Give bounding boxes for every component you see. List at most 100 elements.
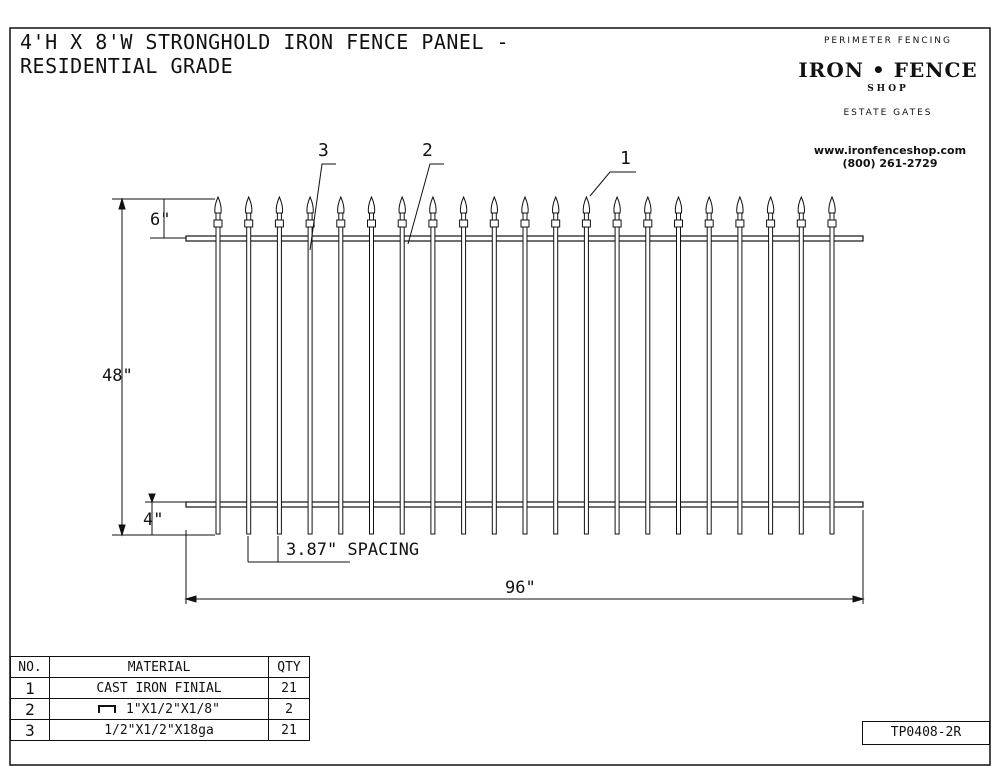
picket [338,211,344,535]
picket [798,211,804,535]
bom-material-cell: 1"X1/2"X1/8" [49,698,269,720]
brand-tagline-top: PERIMETER FENCING [823,36,952,46]
finial [582,195,591,214]
picket [461,211,467,535]
finial [552,195,560,214]
bom-header-material: MATERIAL [49,656,269,678]
bom-no: 2 [10,698,50,720]
finial [214,195,222,214]
brand-logo: PERIMETER FENCING IRON • FENCE SHOP ESTA… [790,36,986,118]
bom-qty: 2 [268,698,310,720]
finial-collar [735,219,745,228]
dimension-lines [112,163,865,604]
finial [521,195,529,214]
picket [369,211,374,535]
dim-bottom-clearance: 4" [143,510,164,530]
document-id: TP0408-2R [862,721,990,745]
finial [674,195,683,214]
title-line-2: RESIDENTIAL GRADE [20,54,234,78]
finial [275,195,284,214]
picket [215,211,221,535]
picket [399,211,405,535]
picket [583,211,589,535]
bom-no: 3 [10,719,50,741]
finial [490,195,498,214]
picket [553,211,559,535]
finial-collar [612,219,622,228]
sheet-border [9,27,991,766]
brand-name: IRON • FENCE [798,58,978,82]
picket [768,211,774,535]
picket [737,211,743,535]
finial-collar [520,219,530,228]
dim-panel-width: 96" [505,578,536,598]
picket [430,211,436,535]
finial [613,195,621,214]
finial-collar [581,219,591,228]
brand-sub: SHOP [867,84,909,94]
dim-spacing: 3.87" SPACING [286,540,420,560]
picket [706,211,712,535]
finial [306,195,314,214]
bom-material: 1/2"X1/2"X18ga [49,719,269,741]
finial-collar [766,219,776,228]
finial-collar [459,219,469,228]
dim-finial-height: 6" [150,210,171,230]
finial-collar [643,219,653,228]
finial [429,195,437,214]
finial-collar [489,219,499,228]
bom-row: 3 1/2"X1/2"X18ga 21 [10,719,310,741]
picket [491,211,497,535]
picket [676,211,681,535]
title-line-1: 4'H X 8'W STRONGHOLD IRON FENCE PANEL - [20,30,510,54]
bom-qty: 21 [268,719,310,741]
brand-url: www.ironfenceshop.com [813,144,967,157]
brand-tagline-bottom: ESTATE GATES [843,108,933,118]
bom-header-no: NO. [10,656,50,678]
finial [797,195,805,214]
callout-2: 2 [422,140,433,161]
drawing-title: 4'H X 8'W STRONGHOLD IRON FENCE PANEL - … [20,30,509,78]
picket [246,211,252,535]
finial [337,195,345,214]
finial-collar [397,219,407,228]
bill-of-materials: NO. MATERIAL QTY 1 CAST IRON FINIAL 21 2… [10,656,310,741]
bom-material: CAST IRON FINIAL [49,677,269,699]
fence-panel [185,195,864,535]
finial-collar [796,219,806,228]
finial [736,195,744,214]
finial-collar [213,219,223,228]
finial-collar [336,219,346,228]
finial [245,195,253,214]
finial [644,195,652,214]
bom-no: 1 [10,677,50,699]
picket [276,211,282,535]
finial-collar [428,219,438,228]
finial-collar [704,219,714,228]
finial [766,195,775,214]
finial-collar [244,219,254,228]
picket [645,211,651,535]
finial-collar [674,219,683,228]
finial [367,195,376,214]
finial-collar [551,219,561,228]
finial [398,195,406,214]
picket [614,211,620,535]
finial-collar [827,219,837,228]
finial [459,195,468,214]
callout-1: 1 [620,148,631,169]
finial-collar [274,219,284,228]
picket [522,211,528,535]
brand-contact: www.ironfenceshop.com (800) 261-2729 [802,144,978,170]
bom-material: 1"X1/2"X1/8" [126,701,220,717]
bom-row: 1 CAST IRON FINIAL 21 [10,677,310,699]
bom-qty: 21 [268,677,310,699]
bom-header-qty: QTY [268,656,310,678]
finial-collar [367,219,376,228]
brand-phone: (800) 261-2729 [842,157,938,170]
picket [307,211,313,535]
callout-3: 3 [318,140,329,161]
bom-row: 2 1"X1/2"X1/8" 2 [10,698,310,720]
dim-panel-height: 48" [102,366,133,386]
finial [828,195,836,214]
